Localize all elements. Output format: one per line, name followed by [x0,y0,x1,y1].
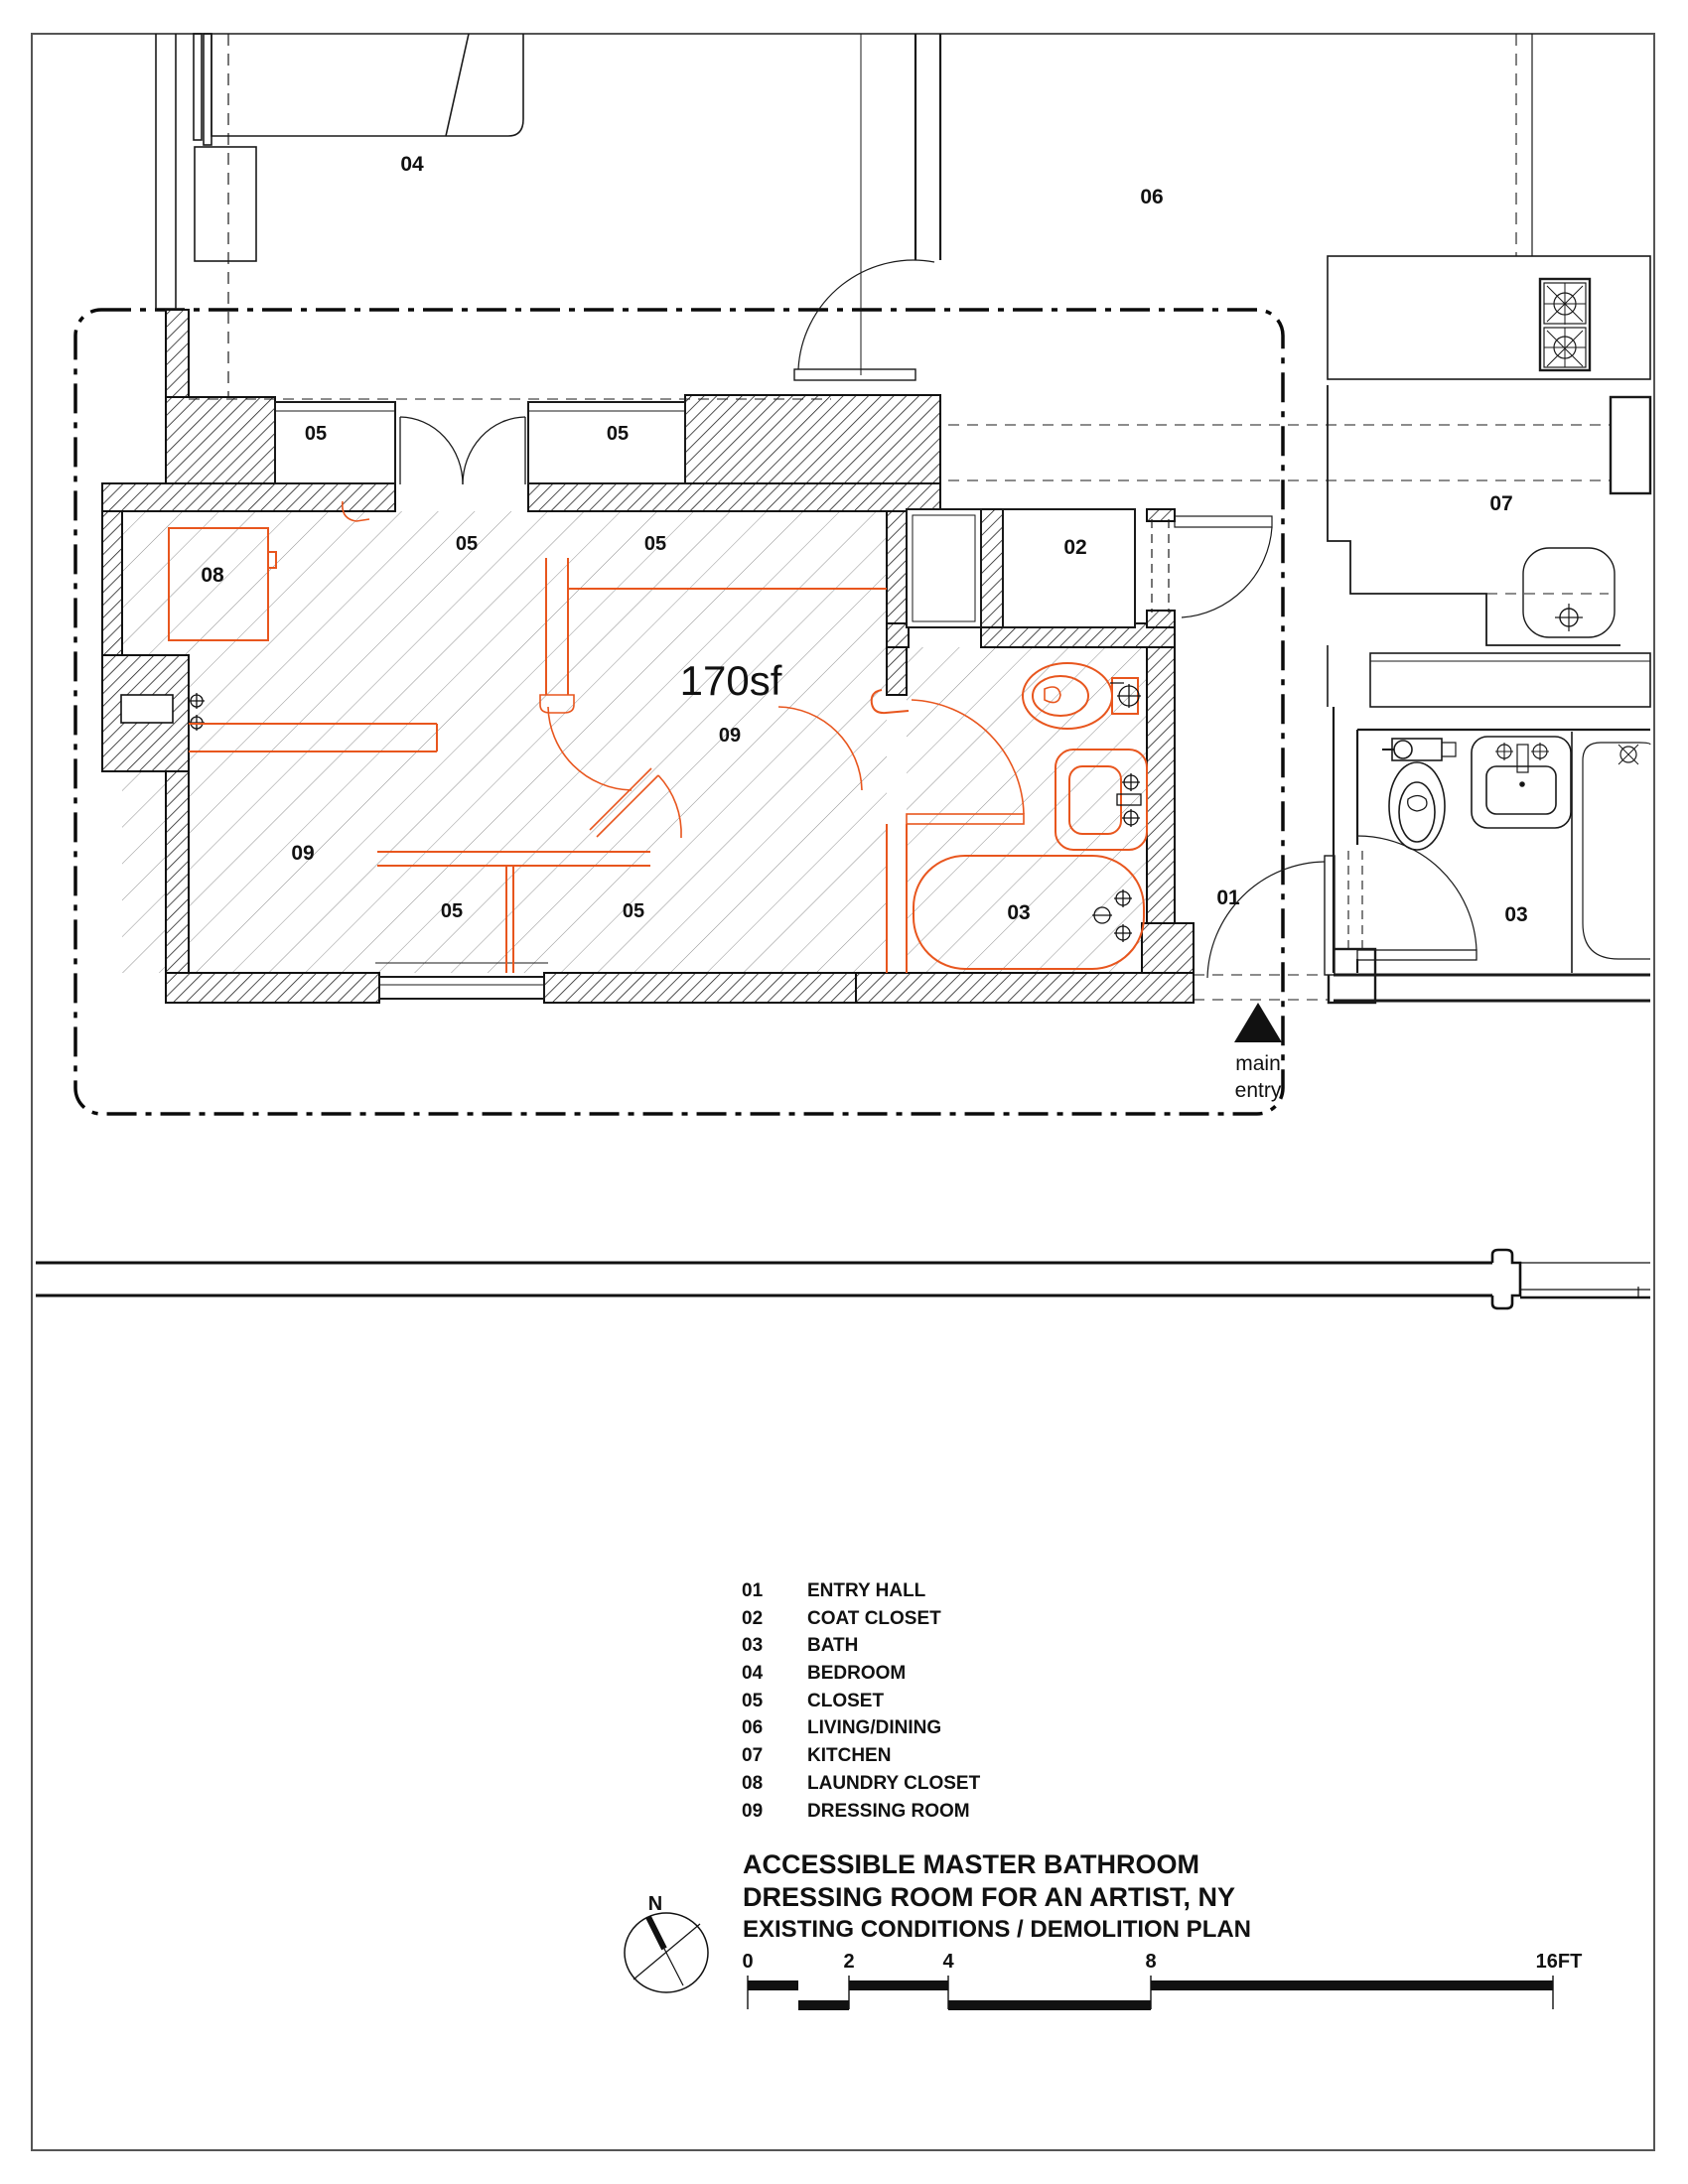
walls-hatched [101,309,1195,1004]
scope-boundary-dashdot [73,308,1285,1116]
demo-fixture-valves [1092,682,1142,942]
room-label-01: 01 [1216,887,1240,909]
room-label-02: 02 [1063,536,1086,559]
legend-num-2: 03 [742,1635,763,1656]
north-arrow: N [624,1893,709,1993]
legend-num-3: 04 [742,1663,764,1684]
bedroom-04 [155,33,524,397]
room-label-03-existing: 03 [1504,903,1527,926]
closet-row-top [189,398,831,485]
scale-tick-2: 2 [843,1951,854,1973]
bath3-door [1347,835,1477,961]
toilet [1382,738,1457,851]
vanity-sink [1471,736,1572,829]
coat-closet-02 [906,508,1273,628]
room-label-06: 06 [1140,186,1163,208]
legend-label-0: ENTRY HALL [807,1580,926,1601]
scale-tick-0: 0 [742,1951,753,1973]
room-label-05-d: 05 [644,533,666,555]
area-label: 170sf [680,657,782,704]
north-needle [645,1915,667,1951]
title-block: ACCESSIBLE MASTER BATHROOM DRESSING ROOM… [743,1849,1251,1943]
lower-wall-section [36,1248,1650,1310]
kitchen-07 [948,34,1652,646]
main-entry-word2: entry [1235,1079,1282,1102]
demo-closets-bottom [377,851,650,973]
title-line1: ACCESSIBLE MASTER BATHROOM [743,1849,1199,1879]
scale-tick-16: 16FT [1536,1951,1583,1973]
stove [1538,277,1592,372]
room-label-05-b: 05 [607,423,629,445]
demo-partition-a [189,723,438,752]
demo-bathtub [913,855,1145,970]
title-line3: EXISTING CONDITIONS / DEMOLITION PLAN [743,1916,1251,1943]
legend-num-0: 01 [742,1580,764,1601]
legend-label-7: LAUNDRY CLOSET [807,1773,981,1794]
scale-tick-4: 4 [942,1951,954,1973]
legend: 01 ENTRY HALL 02 COAT CLOSET 03 BATH 04 … [742,1580,981,1822]
demo-sink [1055,749,1148,851]
bed [211,34,524,137]
demo-door-diagonal [589,706,863,839]
bath-03-existing [1332,652,1651,1003]
legend-label-4: CLOSET [807,1691,884,1711]
legend-label-8: DRESSING ROOM [807,1801,970,1822]
main-entry-marker: main entry [1234,1003,1282,1102]
scale-tick-8: 8 [1145,1951,1156,1973]
room-label-08: 08 [201,564,224,587]
sheet-border [31,33,1655,2151]
room-label-09-a: 09 [291,842,314,865]
demo-toilet [1022,662,1139,730]
legend-label-5: LIVING/DINING [807,1717,941,1738]
title-line2: DRESSING ROOM FOR AN ARTIST, NY [743,1882,1235,1912]
demo-partition-b [539,558,887,714]
refrigerator [1609,395,1652,495]
room-label-04: 04 [400,153,424,176]
demolition-elements [168,500,1148,973]
legend-label-3: BEDROOM [807,1663,906,1684]
nightstand [194,146,257,262]
bedroom-door [793,34,942,381]
legend-num-5: 06 [742,1717,763,1738]
legend-label-1: COAT CLOSET [807,1608,941,1629]
bathtub [1571,732,1651,973]
legend-label-2: BATH [807,1635,858,1656]
laundry-hookup [120,693,205,731]
room-label-03-demo: 03 [1007,901,1030,924]
kitchen-sink [1522,547,1616,638]
legend-num-7: 08 [742,1773,763,1794]
room-labels: 04 06 07 02 08 05 05 05 05 05 05 09 09 0… [201,153,1527,926]
room-label-07: 07 [1489,492,1512,515]
double-door [399,416,526,485]
kitchen-counter [1327,255,1651,380]
north-label: N [648,1893,662,1915]
main-entry-word1: main [1235,1052,1281,1075]
legend-num-4: 05 [742,1691,764,1711]
window-bottom-wall [375,962,548,1000]
demo-door-arc-a [547,706,633,791]
legend-label-6: KITCHEN [807,1745,891,1766]
legend-num-8: 09 [742,1801,763,1822]
room-label-05-f: 05 [623,900,644,922]
main-entry-arrow [1234,1003,1282,1042]
scale-bar: 0 2 4 8 16FT [742,1951,1583,2010]
demo-bath-door [870,689,1025,973]
room-label-05-c: 05 [456,533,478,555]
legend-num-1: 02 [742,1608,763,1629]
room-label-05-a: 05 [305,423,327,445]
room-label-05-e: 05 [441,900,463,922]
legend-num-6: 07 [742,1745,763,1766]
room-label-09-b: 09 [719,725,741,747]
demo-jamb-top [341,500,370,522]
washer-08 [168,527,277,641]
